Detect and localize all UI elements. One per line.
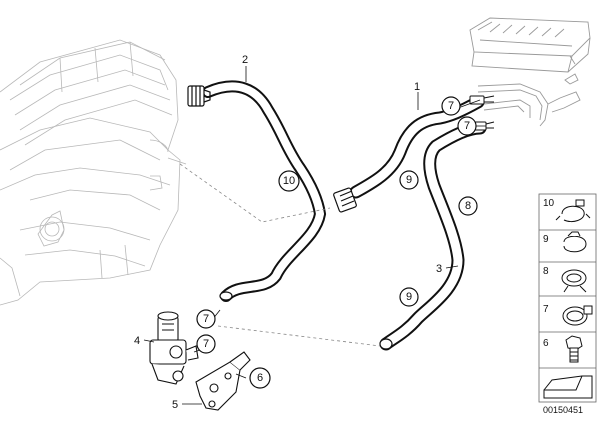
svg-text:7: 7 (464, 120, 470, 132)
callout-6-bracket: 6 (249, 367, 271, 389)
callout-9-hose1: 9 (399, 170, 419, 190)
part-label-3: 3 (436, 263, 442, 275)
svg-text:6: 6 (543, 338, 549, 349)
legend-item-10: 10 (543, 198, 591, 223)
engine-block-drawing (0, 39, 187, 306)
svg-text:6: 6 (257, 372, 263, 384)
svg-text:7: 7 (203, 313, 209, 325)
water-pump-drawing (149, 311, 199, 385)
legend-panel: 10 9 8 7 (538, 193, 597, 403)
svg-text:9: 9 (406, 291, 412, 303)
hose-clip-icon (563, 231, 587, 253)
svg-text:7: 7 (543, 304, 549, 315)
hose-3 (379, 121, 487, 351)
svg-text:7: 7 (448, 100, 454, 112)
part-label-1: 1 (414, 81, 420, 93)
legend-item-9: 9 (543, 231, 587, 253)
callout-7-pump-upper: 7 (196, 309, 216, 329)
svg-text:8: 8 (543, 266, 549, 277)
legend-item-6: 6 (543, 335, 583, 363)
callout-7-heater-lower: 7 (457, 116, 477, 136)
bolt-icon (565, 335, 583, 363)
svg-text:9: 9 (543, 234, 549, 245)
dashed-leaders (179, 163, 381, 347)
legend-item-gasket (543, 375, 593, 399)
worm-clamp-icon (562, 305, 593, 326)
part-label-4: 4 (134, 335, 140, 347)
heater-core-drawing (469, 17, 591, 127)
callout-8-hose3: 8 (458, 196, 478, 216)
svg-text:10: 10 (283, 175, 295, 187)
reference-number: 00150451 (543, 405, 583, 415)
svg-text:8: 8 (465, 200, 471, 212)
bracket-drawing (195, 351, 251, 411)
svg-text:10: 10 (543, 198, 555, 209)
part-label-2: 2 (242, 54, 248, 66)
legend-item-7: 7 (543, 304, 593, 326)
callout-7-heater-upper: 7 (441, 96, 461, 116)
svg-text:9: 9 (406, 174, 412, 186)
spring-clamp-icon (561, 269, 587, 293)
label-leaders (143, 66, 486, 405)
callout-10-hose2: 10 (278, 170, 300, 192)
legend-item-8: 8 (543, 266, 587, 293)
hose-1 (333, 95, 485, 213)
heater-pipe-stubs (469, 95, 495, 131)
callout-9-hose3: 9 (399, 287, 419, 307)
clamp-icon (555, 199, 591, 223)
callout-7-pump-lower: 7 (196, 334, 216, 354)
svg-text:7: 7 (203, 338, 209, 350)
gasket-icon (543, 375, 593, 399)
hose-2 (187, 80, 327, 302)
part-label-5: 5 (172, 399, 178, 411)
